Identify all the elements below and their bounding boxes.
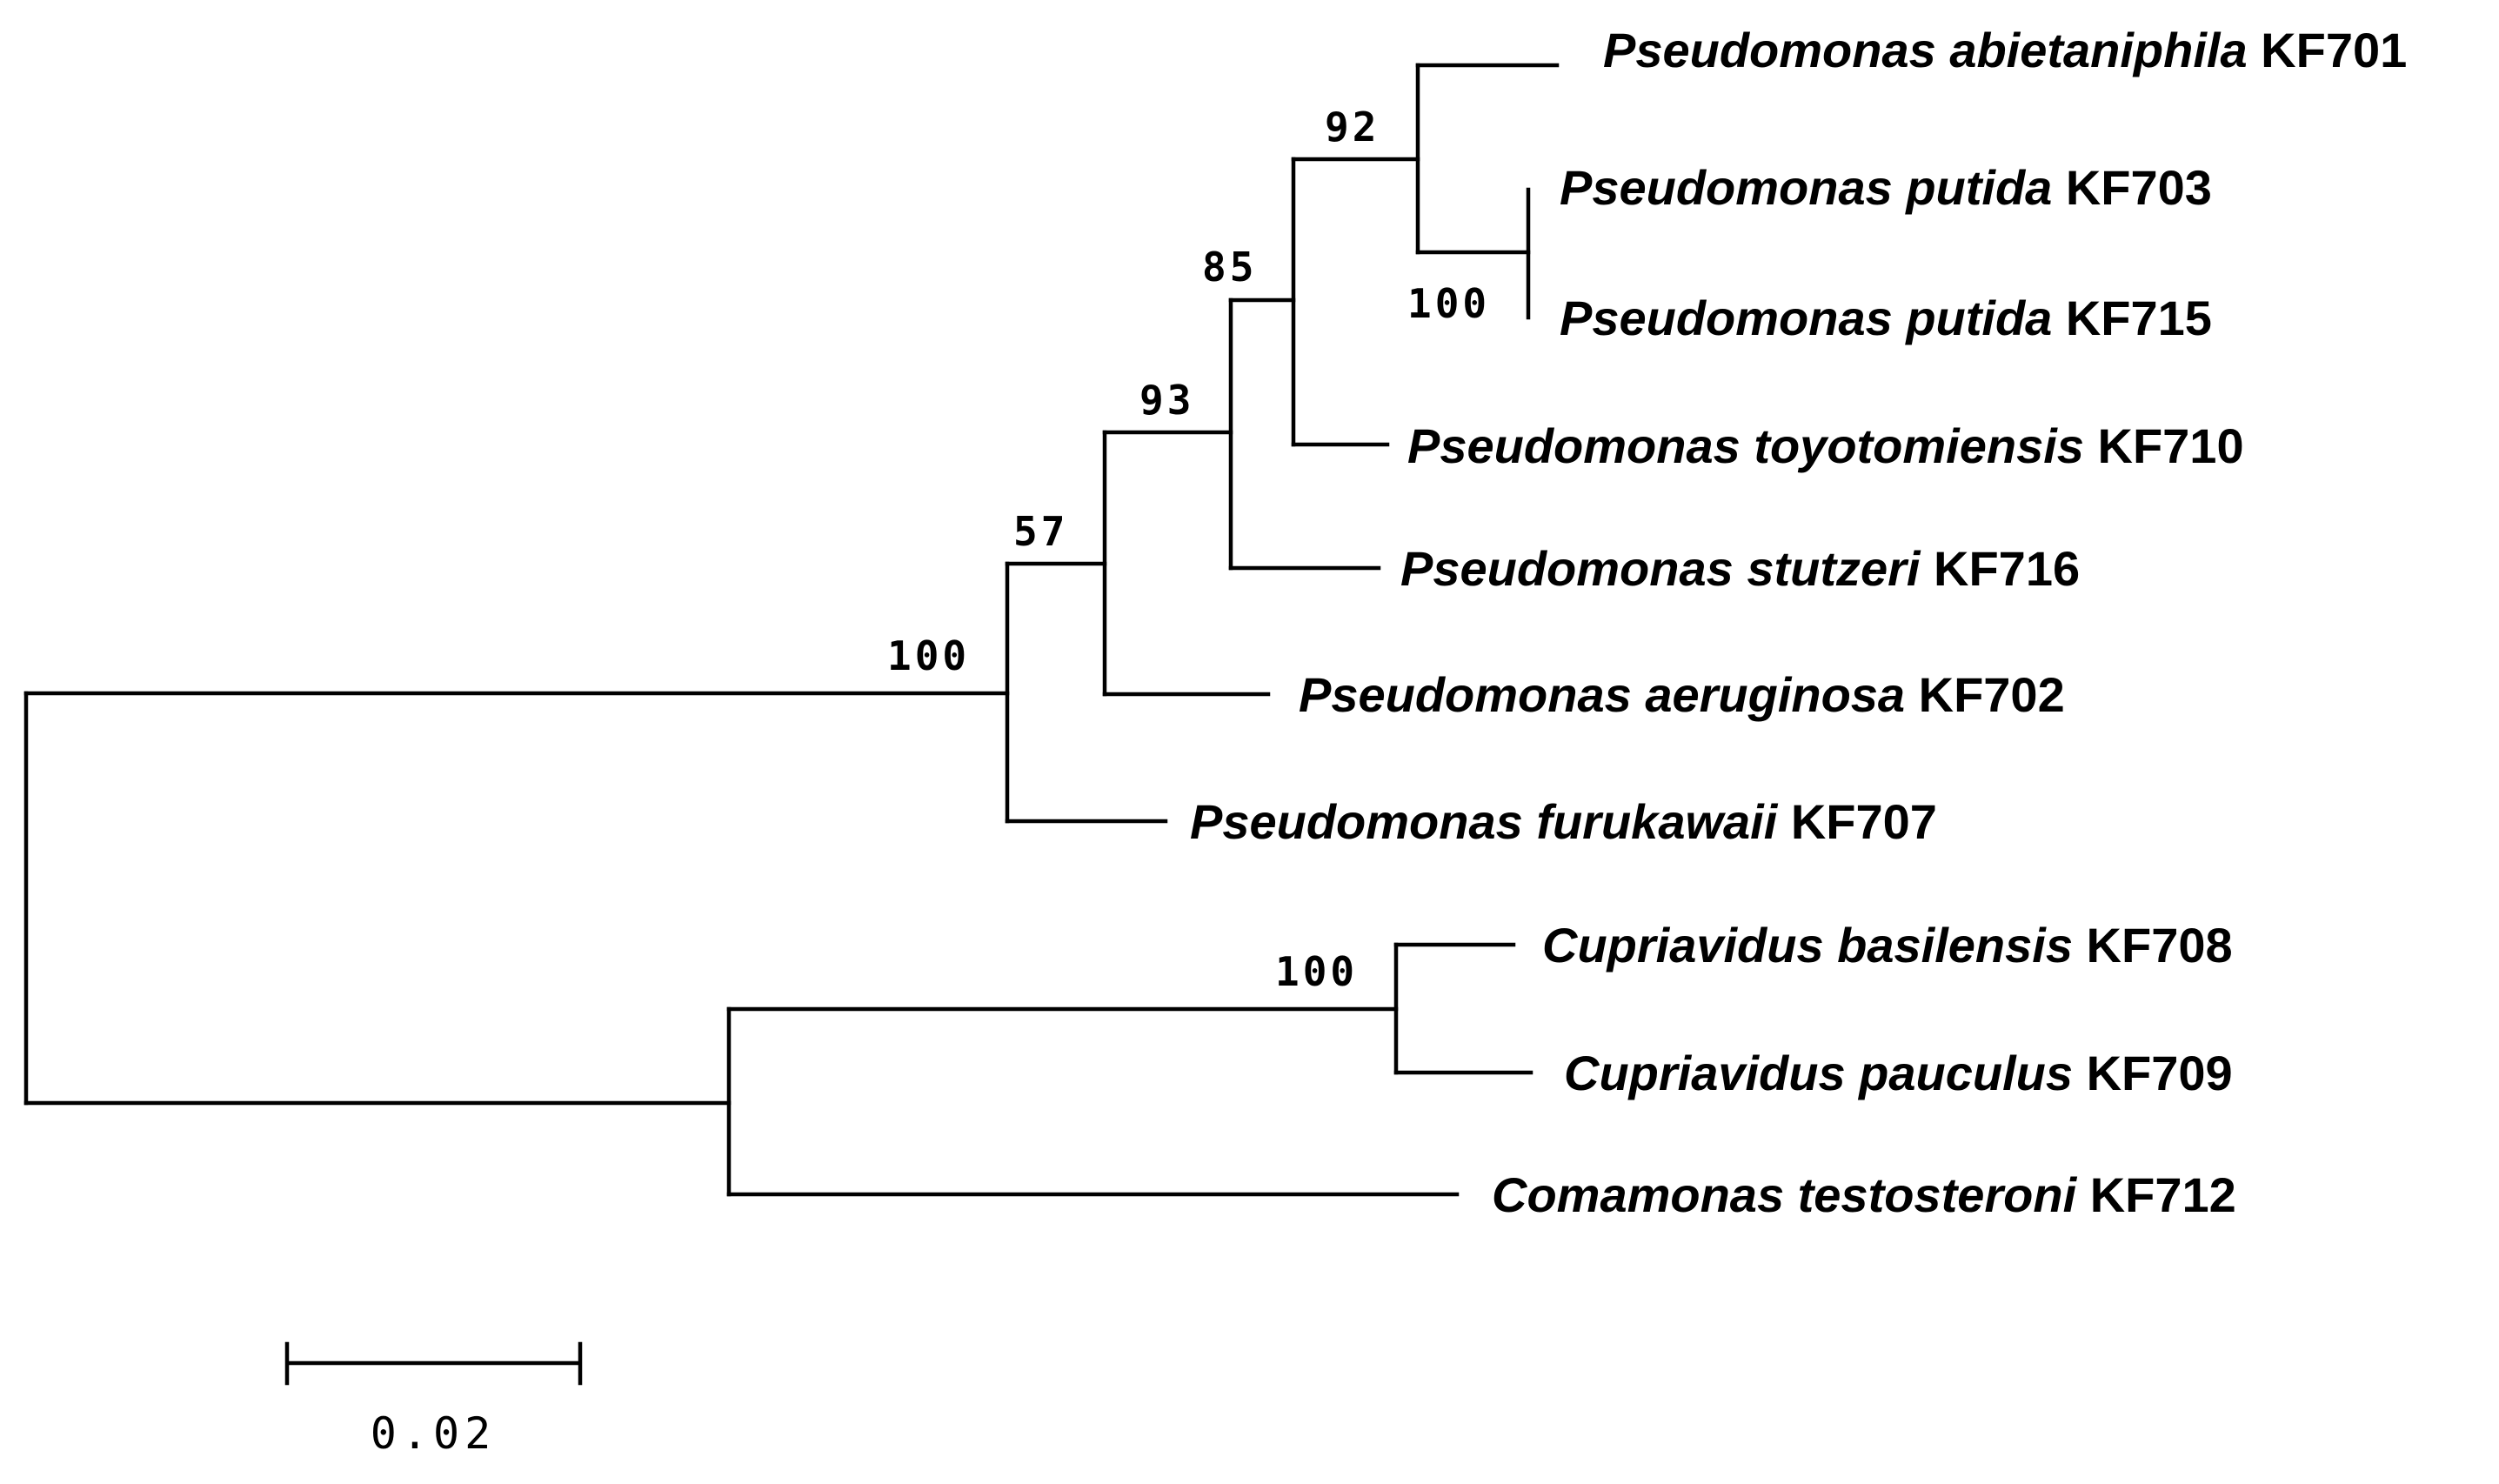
- taxon-label: Pseudomonas abietaniphila KF701: [1603, 23, 2407, 77]
- bootstrap-putida-clade: 100: [1407, 280, 1490, 327]
- taxon-label: Pseudomonas toyotomiensis KF710: [1407, 418, 2244, 473]
- taxon-label: Pseudomonas stutzeri KF716: [1400, 541, 2080, 596]
- taxon-label: Pseudomonas putida KF715: [1560, 291, 2212, 345]
- scale-bar: 0.02: [284, 1341, 583, 1459]
- taxon-label: Comamonas testosteroni KF712: [1492, 1167, 2236, 1222]
- taxon-label: Cupriavidus pauculus KF709: [1564, 1046, 2233, 1100]
- scale-bar-line: [284, 1341, 583, 1386]
- taxon-label: Cupriavidus basilensis KF708: [1542, 918, 2233, 973]
- taxon-label: Pseudomonas furukawaii KF707: [1190, 794, 1937, 849]
- bootstrap-cupriavidus-clade: 100: [1275, 948, 1358, 995]
- taxon-label: Pseudomonas putida KF703: [1560, 160, 2212, 215]
- bootstrap-stutzeri-clade: 93: [1139, 377, 1194, 424]
- taxon-label: Pseudomonas aeruginosa KF702: [1299, 667, 2065, 722]
- scale-bar-label: 0.02: [371, 1408, 496, 1459]
- bootstrap-abietaniphila-putida: 92: [1325, 104, 1380, 150]
- bootstrap-toyotomiensis-clade: 85: [1202, 244, 1257, 291]
- bootstrap-aeruginosa-clade: 57: [1013, 508, 1068, 555]
- bootstrap-pseudomonas-clade: 100: [887, 632, 970, 679]
